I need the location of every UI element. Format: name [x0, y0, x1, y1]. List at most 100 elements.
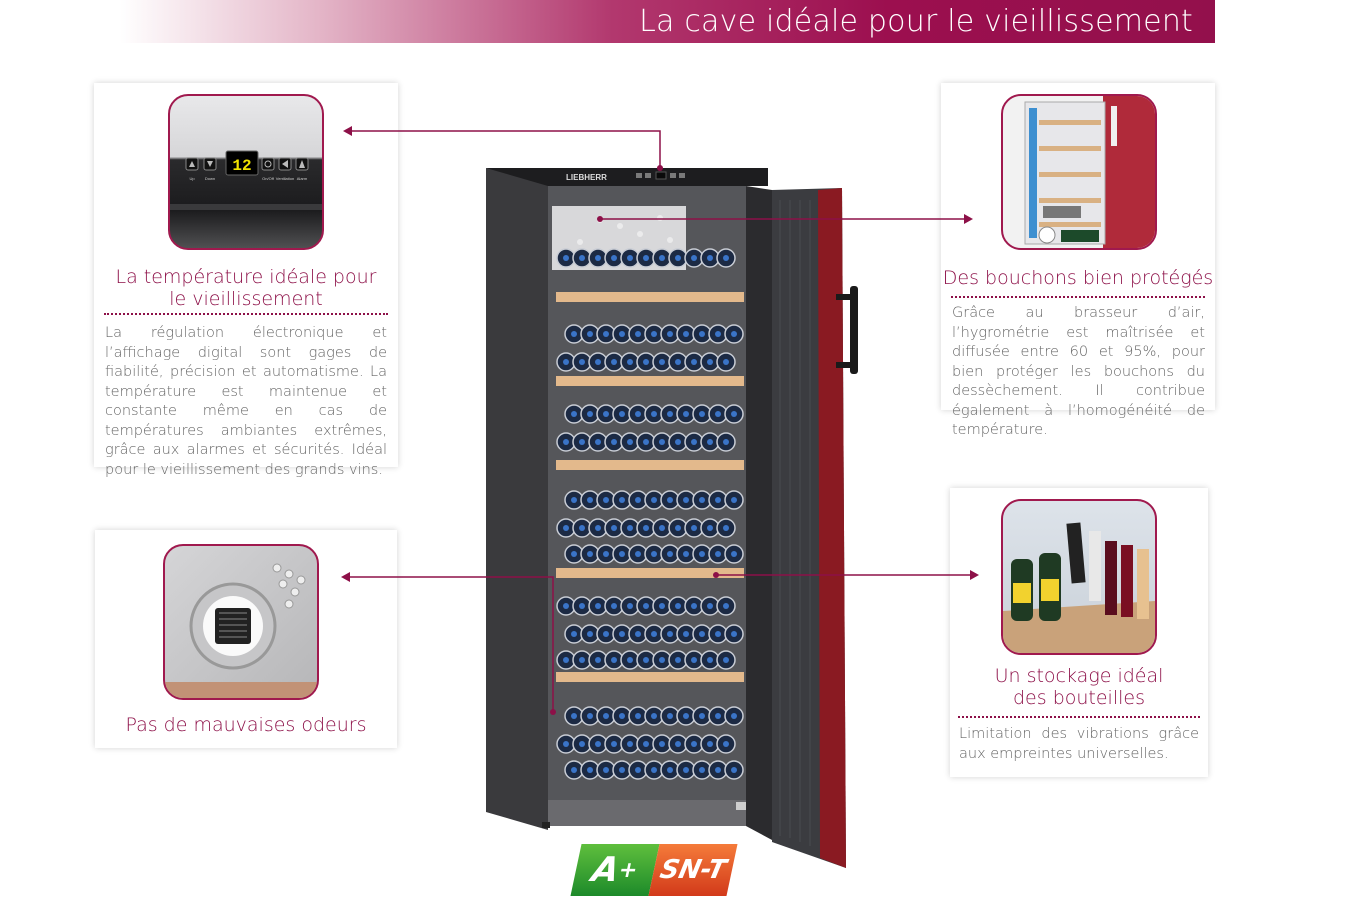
- bottle-end: [668, 734, 688, 754]
- bottle-end: [660, 490, 680, 510]
- bottle-end: [660, 624, 680, 644]
- bottle-end: [604, 518, 624, 538]
- bottle-end: [684, 650, 704, 670]
- bottle-cap: [667, 713, 673, 719]
- bottle-cap: [611, 255, 617, 261]
- bottle-end: [572, 734, 592, 754]
- bottle-end: [716, 352, 736, 372]
- bottle-end: [596, 490, 616, 510]
- bottle-cap: [723, 525, 729, 531]
- bottle-end: [588, 596, 608, 616]
- bottle-cap: [603, 331, 609, 337]
- card-bouchons-title: Des bouchons bien protégés: [942, 267, 1214, 289]
- bottle-cap: [723, 603, 729, 609]
- bottle-cap: [643, 525, 649, 531]
- bottle-end: [636, 518, 656, 538]
- bottle-end: [692, 324, 712, 344]
- bottle-cap: [675, 359, 681, 365]
- bottle-cap: [659, 741, 665, 747]
- bottle-cap: [571, 497, 577, 503]
- bottle-end: [708, 760, 728, 780]
- bottle-cap: [651, 411, 657, 417]
- bottle-cap: [699, 411, 705, 417]
- bottle-cap: [707, 603, 713, 609]
- bottle-cap: [643, 255, 649, 261]
- bottle-cap: [587, 631, 593, 637]
- bottle-end: [612, 624, 632, 644]
- bottle-end: [604, 248, 624, 268]
- bottle-end: [564, 544, 584, 564]
- bottle-cap: [603, 411, 609, 417]
- bottle-end: [668, 352, 688, 372]
- bottle-end: [596, 324, 616, 344]
- bottle-cap: [699, 631, 705, 637]
- bottle-cap: [715, 551, 721, 557]
- title-line-2: des bouteilles: [1013, 687, 1145, 709]
- bottle-end: [692, 624, 712, 644]
- bottle-end: [724, 624, 744, 644]
- bottle-end: [652, 596, 672, 616]
- bottle-end: [676, 706, 696, 726]
- bottle-end: [580, 404, 600, 424]
- bottle-cap: [643, 359, 649, 365]
- bottle-end: [692, 544, 712, 564]
- bottle-cap: [731, 551, 737, 557]
- bottle-cap: [579, 359, 585, 365]
- bottle-end: [564, 624, 584, 644]
- bottle-cap: [635, 331, 641, 337]
- bottle-end: [612, 706, 632, 726]
- title-line-2: le vieillissement: [169, 288, 323, 310]
- bottle-cap: [619, 331, 625, 337]
- bottle-rack-illustration: [1003, 522, 1155, 653]
- bottle-cap: [611, 657, 617, 663]
- label-ventilation: Ventilation: [276, 176, 294, 181]
- bottle-cap: [715, 631, 721, 637]
- bottle-end: [604, 650, 624, 670]
- bottle-cap: [699, 331, 705, 337]
- divider: [104, 313, 388, 315]
- bottle-end: [556, 432, 576, 452]
- bottle-cap: [715, 767, 721, 773]
- bottle-end: [684, 432, 704, 452]
- bottle-cap: [675, 741, 681, 747]
- bottle-end: [620, 518, 640, 538]
- bottle-end: [620, 432, 640, 452]
- control-panel-illustration: 12 Up Down On/Off Ventilation Alarm: [170, 150, 322, 210]
- bottle-cap: [563, 525, 569, 531]
- bottle-cap: [579, 255, 585, 261]
- bottle-end: [596, 544, 616, 564]
- bottle-end: [604, 734, 624, 754]
- bottle-cap: [587, 411, 593, 417]
- bottle-cap: [723, 741, 729, 747]
- bottle-cap: [635, 411, 641, 417]
- bottle-end: [716, 432, 736, 452]
- bottle-cap: [563, 439, 569, 445]
- bottle-cap: [587, 713, 593, 719]
- bottle-end: [556, 650, 576, 670]
- title-line-1: La température idéale pour: [115, 266, 377, 288]
- bottle-end: [668, 518, 688, 538]
- bottle-end: [628, 324, 648, 344]
- energy-class-plus: +: [616, 857, 641, 883]
- bottle-cap: [691, 525, 697, 531]
- bottle-end: [580, 624, 600, 644]
- cellar-cutaway-illustration: [1024, 96, 1155, 248]
- bottle-cap: [707, 359, 713, 365]
- bottle-cap: [579, 741, 585, 747]
- bottle-end: [668, 650, 688, 670]
- bottle-cap: [619, 551, 625, 557]
- bottle-cap: [667, 767, 673, 773]
- bottle-end: [580, 544, 600, 564]
- bottle-end: [580, 324, 600, 344]
- bottle-cap: [603, 497, 609, 503]
- bottle-end: [716, 734, 736, 754]
- bottle-end: [636, 432, 656, 452]
- bottle-cap: [563, 741, 569, 747]
- bottle-cap: [627, 439, 633, 445]
- bottle-cap: [587, 551, 593, 557]
- bottle-end: [700, 432, 720, 452]
- bottle-end: [636, 734, 656, 754]
- bottle-end: [572, 596, 592, 616]
- bottle-end: [700, 734, 720, 754]
- bottle-end: [556, 352, 576, 372]
